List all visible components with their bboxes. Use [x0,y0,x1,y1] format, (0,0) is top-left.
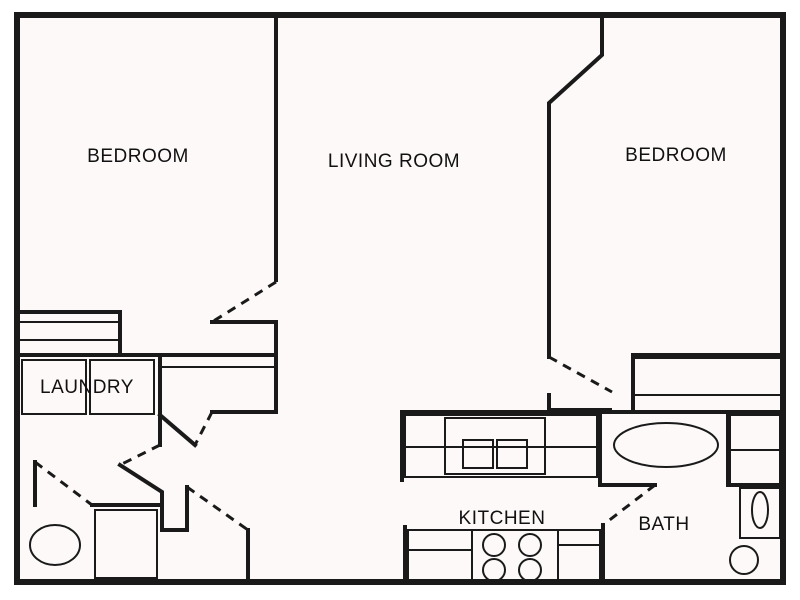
bedroom-left-label: BEDROOM [87,146,189,167]
living-room-label: LIVING ROOM [328,151,460,172]
exterior-wall [14,12,786,585]
door-swings [34,280,656,532]
fixtures [20,321,781,582]
floor-area [17,15,783,582]
interior-walls [18,13,785,584]
laundry-label: LAUNDRY [40,377,134,398]
kitchen-label: KITCHEN [459,508,546,529]
bath-label: BATH [638,514,689,535]
bedroom-right-label: BEDROOM [625,145,727,166]
